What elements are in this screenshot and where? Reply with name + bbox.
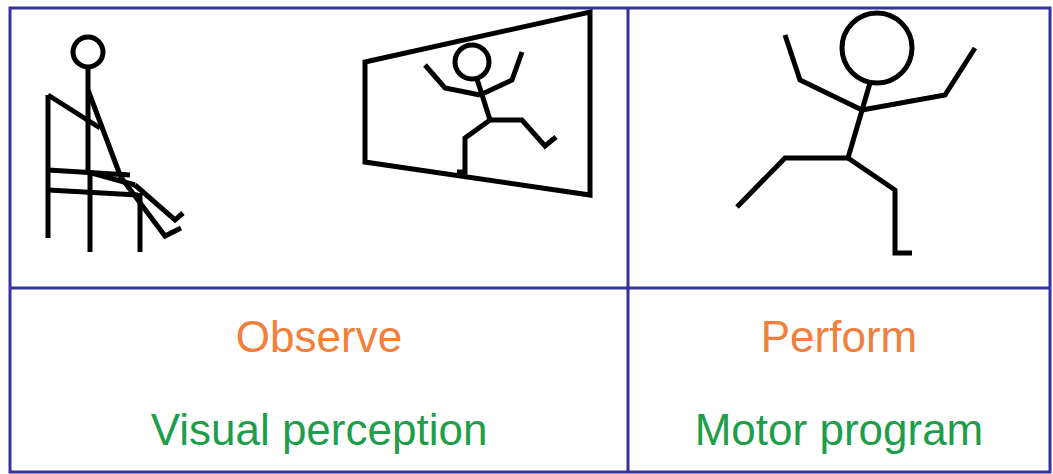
- process-label: Motor program: [628, 406, 1050, 454]
- performer: [737, 13, 975, 253]
- action-label: Observe: [10, 313, 628, 361]
- table-grid: [10, 8, 1050, 472]
- process-label: Visual perception: [10, 406, 628, 454]
- action-label: Perform: [628, 313, 1050, 361]
- seated-viewer: [48, 37, 183, 252]
- screen: [365, 12, 590, 195]
